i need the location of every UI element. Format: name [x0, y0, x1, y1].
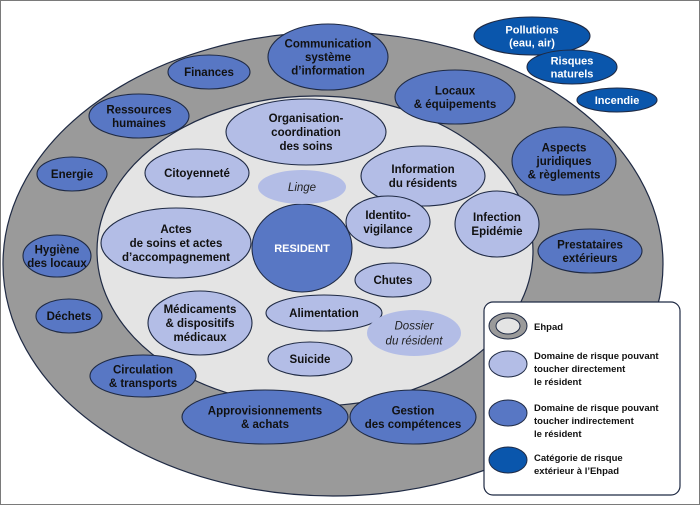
node-organisation-label: Organisation-: [269, 113, 344, 125]
legend-label-ehpad: Ehpad: [534, 322, 563, 333]
node-incendie-label: Incendie: [595, 95, 640, 107]
node-dossier: [367, 310, 461, 356]
node-dechets: [35, 298, 103, 334]
node-linge: [258, 170, 346, 204]
node-communication-label: système: [305, 52, 351, 64]
node-aspects: [511, 126, 617, 196]
legend-label-direct: toucher directement: [534, 364, 626, 375]
node-identito-label: vigilance: [363, 224, 412, 236]
node-dossier-label: Dossier: [395, 321, 435, 333]
node-finances-label: Finances: [184, 67, 234, 79]
node-incendie: [576, 87, 658, 113]
node-aspects-label: & règlements: [528, 170, 601, 182]
node-information-label: Information: [391, 164, 454, 176]
node-identito: [345, 195, 431, 249]
node-pollutions-label: Pollutions: [505, 25, 558, 37]
node-infection-label: Epidémie: [471, 226, 522, 238]
node-locaux-label: Locaux: [435, 85, 476, 97]
node-risques-label: naturels: [551, 69, 594, 81]
node-pollutions-label: (eau, air): [509, 38, 555, 50]
legend-label-exterieur: Catégorie de risque: [534, 453, 623, 464]
node-ressources-label: Ressources: [106, 104, 171, 116]
node-medicaments-label: médicaux: [173, 332, 227, 344]
node-finances: [167, 54, 251, 90]
node-hygiene: [22, 234, 92, 278]
node-risques-label: Risques: [551, 56, 594, 68]
node-ressources: [88, 93, 190, 139]
node-citoyennete-label: Citoyenneté: [164, 168, 230, 180]
node-chutes-label: Chutes: [374, 275, 413, 287]
node-medicaments-label: Médicaments: [164, 304, 237, 316]
node-organisation-label: des soins: [279, 141, 332, 153]
node-gestion: [349, 389, 477, 445]
node-locaux-label: & équipements: [414, 99, 496, 111]
legend-label-direct: Domaine de risque pouvant: [534, 351, 659, 362]
node-risques: [526, 49, 618, 85]
legend-box: [483, 301, 681, 496]
node-alimentation: [265, 294, 383, 332]
node-prestataires: [537, 228, 643, 274]
node-linge-label: Linge: [288, 182, 316, 194]
node-chutes: [354, 262, 432, 298]
node-organisation: [225, 98, 387, 166]
node-energie: [36, 156, 108, 192]
legend-swatch-exterieur: [488, 446, 528, 474]
node-infection: [454, 190, 540, 258]
node-prestataires-label: extérieurs: [563, 253, 618, 265]
node-pollutions: [473, 16, 591, 56]
node-infection-label: Infection: [473, 212, 521, 224]
node-prestataires-label: Prestataires: [557, 239, 623, 251]
legend-label-indirect: toucher indirectement: [534, 416, 635, 427]
node-information-label: du résidents: [389, 178, 457, 190]
node-organisation-label: coordination: [271, 127, 341, 139]
node-alimentation-label: Alimentation: [289, 308, 359, 320]
node-medicaments-label: & dispositifs: [165, 318, 234, 330]
node-locaux: [394, 69, 516, 125]
node-gestion-label: Gestion: [392, 405, 435, 417]
legend-label-indirect: Domaine de risque pouvant: [534, 403, 659, 414]
node-circulation-label: Circulation: [113, 364, 173, 376]
node-communication: [267, 23, 389, 91]
node-suicide-label: Suicide: [290, 354, 331, 366]
node-actes-label: d’accompagnement: [122, 252, 230, 264]
node-information: [360, 145, 486, 207]
node-circulation-label: & transports: [109, 378, 177, 390]
node-aspects-label: juridiques: [536, 156, 592, 168]
legend-swatch-ehpad-inner: [495, 317, 521, 335]
node-ressources-label: humaines: [112, 118, 166, 130]
node-actes: [100, 207, 252, 279]
legend-label-exterieur: extérieur à l’Ehpad: [534, 466, 619, 477]
node-identito-label: Identito-: [365, 210, 411, 222]
legend-swatch-direct: [488, 350, 528, 378]
node-circulation: [89, 354, 197, 398]
legend-swatch-indirect: [488, 399, 528, 427]
node-communication-label: Communication: [285, 39, 372, 51]
node-gestion-label: des compétences: [365, 419, 462, 431]
node-hygiene-label: Hygiène: [35, 244, 80, 256]
node-aspects-label: Aspects: [542, 143, 587, 155]
node-medicaments: [147, 290, 253, 356]
node-hygiene-label: des locaux: [27, 258, 87, 270]
node-actes-label: Actes: [160, 224, 191, 236]
node-actes-label: de soins et actes: [130, 238, 223, 250]
legend-label-indirect: le résident: [534, 429, 582, 440]
node-approvisionnements: [181, 389, 349, 445]
node-dossier-label: du résident: [386, 336, 444, 348]
node-communication-label: d’information: [291, 66, 364, 78]
node-citoyennete: [144, 148, 250, 198]
node-center-label: RESIDENT: [274, 243, 330, 255]
node-approvisionnements-label: & achats: [241, 419, 289, 431]
node-approvisionnements-label: Approvisionnements: [208, 405, 322, 417]
node-dechets-label: Déchets: [47, 311, 92, 323]
legend-label-direct: le résident: [534, 377, 582, 388]
node-suicide: [267, 341, 353, 377]
node-energie-label: Energie: [51, 169, 93, 181]
